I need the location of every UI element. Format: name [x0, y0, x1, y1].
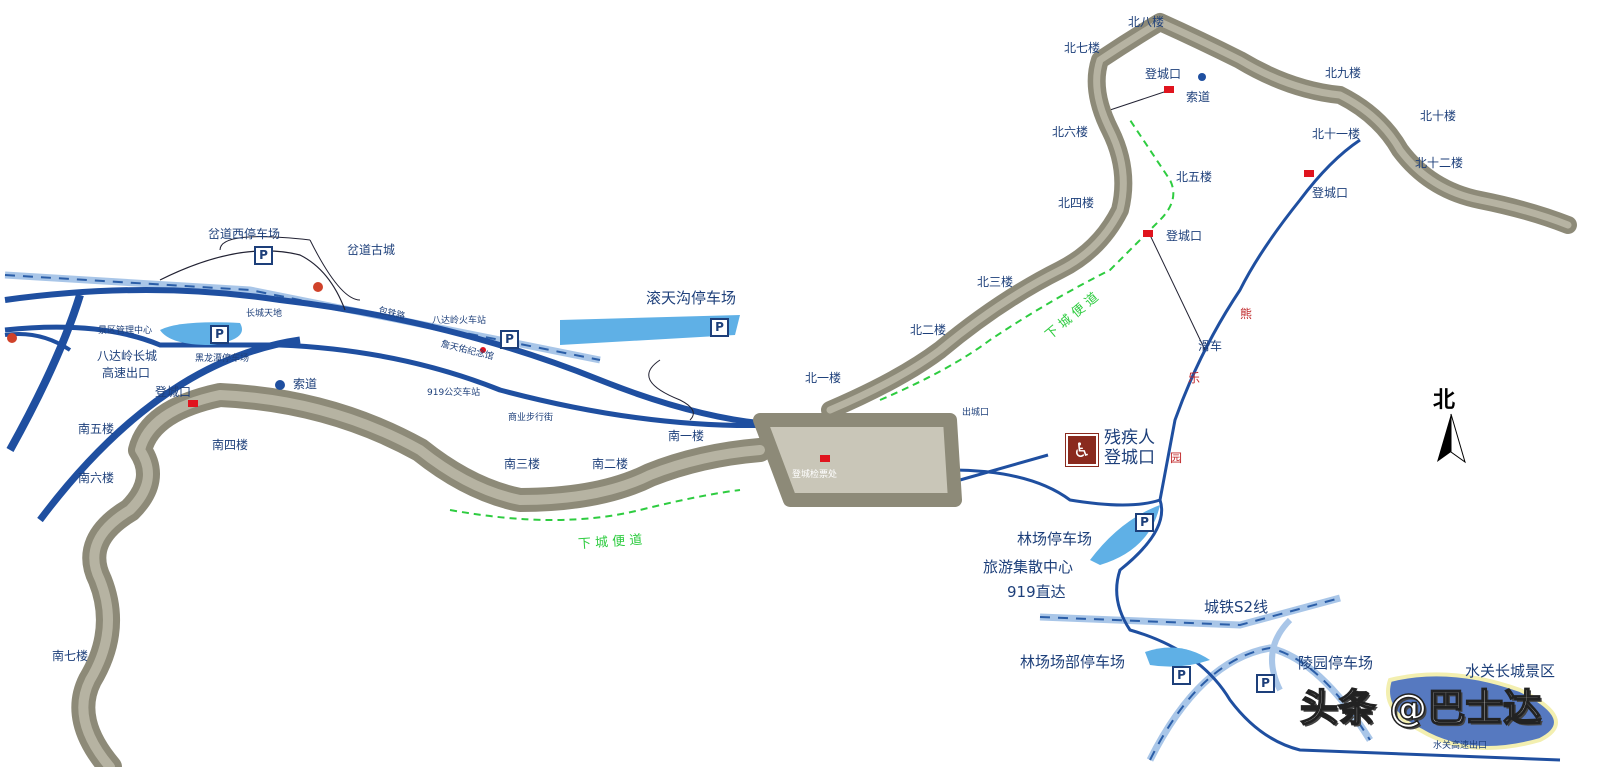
label-shuiguan-scenic: 水关长城景区	[1465, 662, 1556, 680]
label-bear-park-3: 园	[1170, 451, 1183, 465]
label-north-3: 北三楼	[977, 275, 1014, 289]
label-north-6: 北六楼	[1052, 125, 1089, 139]
label-disabled-entrance-1: 残疾人	[1104, 428, 1155, 448]
label-north-12: 北十二楼	[1415, 156, 1464, 170]
entrance-marker	[1304, 170, 1314, 177]
label-north-10: 北十楼	[1420, 109, 1457, 123]
parking-icon: P	[254, 246, 273, 265]
label-scenic-management: 景区管理中心	[98, 326, 153, 336]
label-entrance-north7: 登城口	[1145, 67, 1182, 81]
label-heilongtan-parking: 黑龙潭停车场	[195, 354, 250, 364]
entrance-marker	[1164, 86, 1174, 93]
label-north-11: 北十一楼	[1312, 127, 1361, 141]
label-guntiangou-parking: 滚天沟停车场	[646, 289, 737, 307]
label-entrance-north11: 登城口	[1312, 186, 1349, 200]
label-chadao-west-parking: 岔道西停车场	[208, 227, 281, 241]
label-north-1: 北一楼	[805, 371, 842, 385]
label-919-direct: 919直达	[1007, 583, 1066, 601]
wheelchair-icon: ♿	[1065, 433, 1099, 467]
label-exit: 出城口	[962, 408, 990, 418]
label-s2-line: 城铁S2线	[1204, 598, 1269, 616]
label-south-7: 南七楼	[52, 649, 89, 663]
parking-icon: P	[500, 330, 519, 349]
parking-icon: P	[1172, 666, 1191, 685]
label-shuiguan-exit: 水关高速出口	[1433, 741, 1488, 751]
label-entrance-south: 登城口	[155, 385, 192, 399]
label-south-4: 南四楼	[212, 438, 249, 452]
label-north-2: 北二楼	[910, 323, 947, 337]
parking-icon: P	[1256, 674, 1275, 693]
parking-icon: P	[1135, 513, 1154, 532]
label-ticket-check: 登城检票处	[792, 470, 838, 480]
label-slide: 滑车	[1198, 339, 1223, 353]
great-wall	[71, 13, 1577, 767]
label-badaling-station: 八达岭火车站	[432, 316, 487, 326]
railways	[4, 271, 1373, 762]
label-bus-919: 919公交车站	[427, 388, 481, 398]
label-north-5: 北五楼	[1176, 170, 1213, 184]
entrance-marker	[188, 400, 198, 407]
markers	[7, 73, 1206, 390]
label-tourist-center: 旅游集散中心	[983, 558, 1074, 576]
label-north-9: 北九楼	[1325, 66, 1362, 80]
label-entrance-north4: 登城口	[1166, 229, 1203, 243]
compass-label: 北	[1433, 388, 1456, 413]
label-north-4: 北四楼	[1058, 196, 1095, 210]
label-pedestrian-street: 商业步行街	[508, 413, 554, 423]
label-forest-hq-parking: 林场场部停车场	[1020, 653, 1126, 671]
compass: 北	[1433, 390, 1469, 464]
downhill-paths	[449, 119, 1175, 521]
ticket-marker	[820, 455, 830, 462]
label-highway-exit-2: 高速出口	[102, 366, 151, 380]
label-south-2: 南二楼	[592, 457, 629, 471]
label-south-6: 南六楼	[78, 471, 115, 485]
parking-lots	[160, 315, 1558, 750]
label-bear-park-2: 乐	[1188, 371, 1201, 385]
label-south-1: 南一楼	[668, 429, 705, 443]
north-arrow-icon	[1437, 413, 1466, 464]
label-chadao-old-town: 岔道古城	[347, 243, 396, 257]
roads	[4, 89, 1561, 762]
label-south-5: 南五楼	[78, 422, 115, 436]
label-bear-park-1: 熊	[1240, 307, 1253, 321]
label-forest-parking: 林场停车场	[1017, 530, 1093, 548]
label-cableway-north: 索道	[1186, 90, 1211, 104]
label-cableway-south: 索道	[293, 377, 318, 391]
label-disabled-entrance-2: 登城口	[1104, 448, 1155, 468]
parking-icon: P	[710, 318, 729, 337]
label-north-8: 北八楼	[1128, 15, 1165, 29]
label-north-7: 北七楼	[1064, 41, 1101, 55]
parking-icon: P	[210, 325, 229, 344]
label-highway-exit-1: 八达岭长城	[97, 349, 158, 363]
entrance-marker	[1143, 230, 1153, 237]
label-south-3: 南三楼	[504, 457, 541, 471]
label-lingyuan-parking: 陵园停车场	[1298, 654, 1374, 672]
watermark: 头条 @巴士达	[1299, 686, 1542, 730]
label-greatwall-world: 长城天地	[246, 309, 283, 319]
